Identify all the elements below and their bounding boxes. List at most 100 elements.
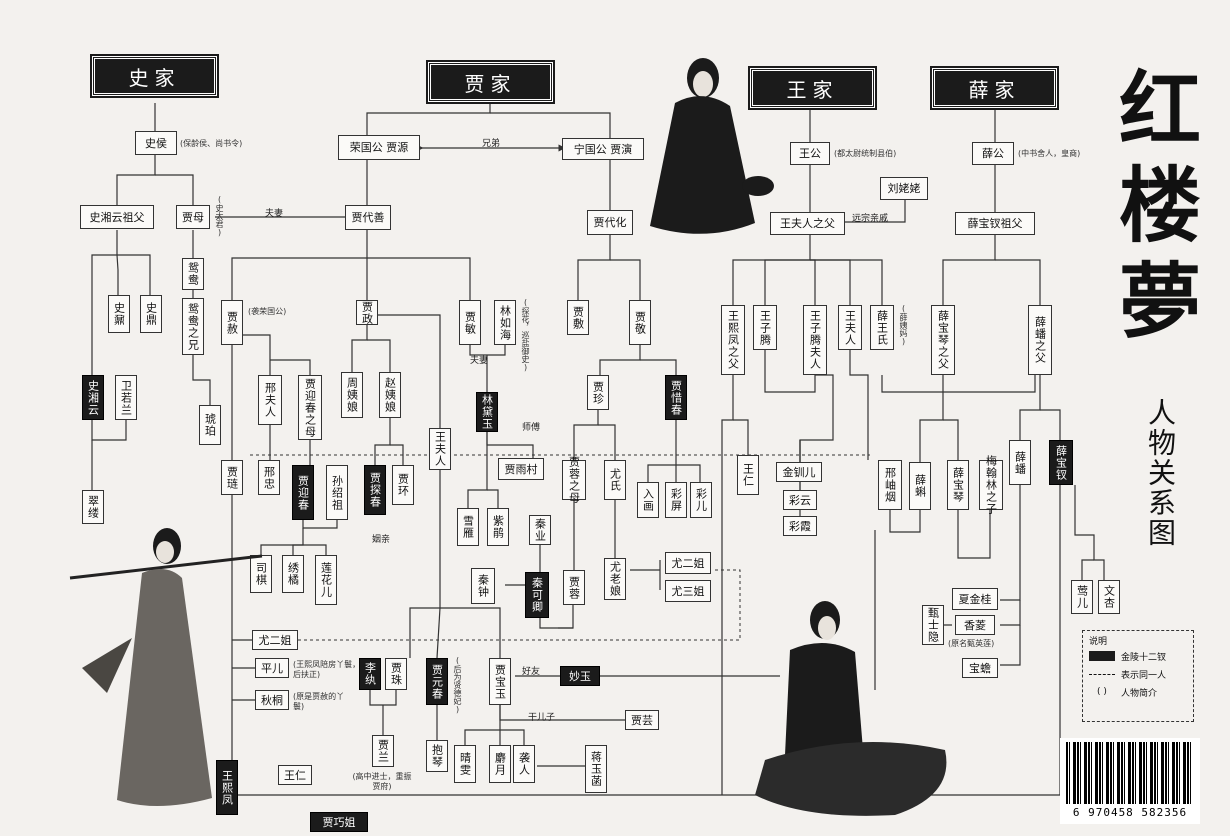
- node: 贾敷: [567, 300, 589, 335]
- figure-lady-flute-illustration: [69, 528, 263, 807]
- line-jiamin: [486, 432, 534, 458]
- relation-label: 姻亲: [372, 535, 391, 545]
- note: (后为贤德妃): [453, 656, 462, 714]
- line-jiashe: [292, 544, 303, 555]
- node: 王子腾: [753, 305, 777, 350]
- subtitle: 人物关系图: [1144, 398, 1177, 548]
- node: 晴雯: [454, 745, 476, 783]
- line-wang: [810, 259, 851, 305]
- node: 王仁: [278, 765, 312, 785]
- node: 宁国公 贾演: [562, 138, 644, 160]
- node: 翠缕: [82, 490, 104, 524]
- note: (都太尉统制县伯): [834, 149, 897, 158]
- line-jiazheng: [367, 339, 391, 372]
- main-title: 红楼夢: [1118, 62, 1201, 350]
- node: 甄士隐: [922, 605, 944, 645]
- node: 荣国公 贾源: [338, 135, 420, 160]
- node: 贾敏: [459, 300, 481, 345]
- node: 卫若兰: [115, 375, 137, 420]
- line-jiazheng: [367, 314, 441, 428]
- node: 贾代善: [345, 205, 391, 230]
- node: 宝蟾: [962, 658, 998, 678]
- line-jia: [577, 235, 611, 300]
- note: (史太君): [215, 195, 224, 237]
- node: 薛宝琴之父: [931, 305, 955, 375]
- node: 史侯: [135, 131, 177, 155]
- note: (保龄侯、尚书令): [180, 139, 243, 148]
- line-jiazheng: [351, 325, 368, 372]
- node: 薛宝钗: [1049, 440, 1073, 485]
- line-wang: [732, 235, 811, 305]
- note: (原名甄英莲): [948, 639, 995, 648]
- node: 王夫人: [838, 305, 862, 350]
- node: 琥珀: [199, 405, 221, 445]
- line-shi: [192, 355, 211, 405]
- node: 贾母: [176, 205, 210, 229]
- node: 袭人: [513, 745, 535, 783]
- node: 金钏儿: [776, 462, 822, 482]
- node: 林黛玉: [476, 392, 498, 432]
- node: 夏金桂: [952, 588, 998, 610]
- legend-item-label: 人物简介: [1121, 688, 1158, 699]
- node: 薛蟠之父: [1028, 305, 1052, 375]
- legend-item: 表示同一人: [1089, 665, 1187, 683]
- node: 王子腾夫人: [803, 305, 827, 375]
- node: 孙绍祖: [326, 465, 348, 520]
- node: 贾蓉: [563, 570, 585, 605]
- line-wang: [810, 259, 816, 305]
- node: 贾巧姐: [310, 812, 368, 832]
- legend-item: 金陵十二钗: [1089, 647, 1187, 665]
- node: 贾敬: [629, 300, 651, 345]
- line-xue: [919, 375, 944, 462]
- node: 平儿: [255, 658, 289, 678]
- node: 秦业: [529, 515, 551, 545]
- node: 尤氏: [604, 460, 626, 500]
- family-header-jia: 贾家: [426, 60, 555, 104]
- node: 司棋: [250, 555, 272, 593]
- line-xue: [1019, 375, 1041, 440]
- note: (中书舍人，皇商): [1018, 149, 1081, 158]
- line-wang: [810, 259, 883, 305]
- line-jiajing: [598, 424, 616, 460]
- node: 尤三姐: [665, 580, 711, 602]
- legend-item: ( )人物简介: [1089, 683, 1187, 701]
- line-wang: [733, 419, 749, 455]
- node: 绣橘: [282, 555, 304, 593]
- node: 贾兰: [372, 735, 394, 767]
- legend: 说明 金陵十二钗 表示同一人 ( )人物简介: [1082, 630, 1194, 722]
- relation-label: 干儿子: [528, 713, 556, 723]
- line-xue: [942, 235, 996, 305]
- line-jiazheng: [464, 705, 501, 745]
- figure-scholar-reading-illustration: [755, 601, 947, 816]
- barcode: 6 970458 582356: [1060, 738, 1200, 824]
- line-jia: [231, 230, 368, 300]
- node: 贾芸: [625, 710, 659, 730]
- node: 王公: [790, 142, 830, 165]
- node: 尤老娘: [604, 558, 626, 600]
- barcode-bars: [1066, 742, 1194, 804]
- line-jiajing: [676, 464, 701, 482]
- node: 莺儿: [1071, 580, 1093, 614]
- node: 王夫人之父: [770, 212, 845, 235]
- node: 赵姨娘: [379, 372, 401, 418]
- node: 贾迎春: [292, 465, 314, 520]
- figure-lady-seated-illustration: [650, 58, 774, 234]
- node: 王夫人: [429, 428, 451, 470]
- line-shi: [91, 230, 118, 375]
- node: 文杏: [1098, 580, 1120, 614]
- node: 邢忠: [258, 460, 280, 495]
- line-xue: [1040, 409, 1061, 440]
- node: 史鼐: [108, 295, 130, 333]
- line-wang: [845, 200, 906, 223]
- line-wang: [764, 350, 816, 393]
- node: 贾环: [392, 465, 414, 505]
- line-wang: [764, 259, 810, 305]
- node: 林如海: [494, 300, 516, 345]
- line-jiazheng: [436, 607, 441, 659]
- node: 薛宝钗祖父: [955, 212, 1035, 235]
- node: 史鼎: [140, 295, 162, 333]
- node: 王熙凤之父: [721, 305, 745, 375]
- line-xue: [889, 510, 921, 533]
- line-jiashe: [302, 520, 338, 529]
